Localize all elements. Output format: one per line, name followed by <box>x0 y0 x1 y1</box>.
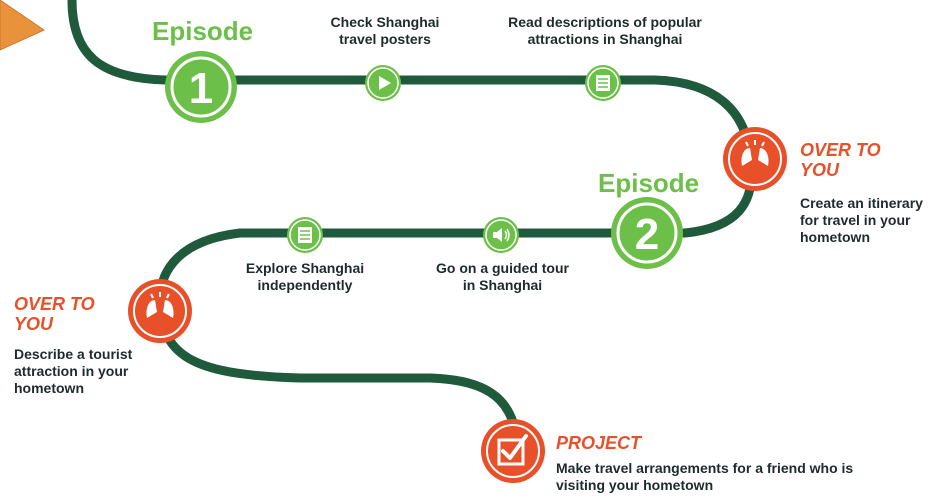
document-icon[interactable] <box>286 216 324 254</box>
step-tour-line2: in Shanghai <box>462 277 543 293</box>
step-explore-text: Explore Shanghai independently <box>225 260 385 294</box>
episode-2-label: Episode <box>598 168 700 198</box>
over-to-you-1-title-line2: YOU <box>800 160 840 180</box>
step-posters-text: Check Shanghai travel posters <box>300 14 470 48</box>
over-to-you-1-body: Create an itinerary for travel in your h… <box>800 195 923 246</box>
step-posters-line1: Check Shanghai <box>330 14 440 30</box>
project-body-line1: Make travel arrangements for a friend wh… <box>556 460 854 476</box>
over-to-you-2-body-line2: attraction in your <box>14 363 129 379</box>
over-to-you-2-body-line3: hometown <box>14 380 84 396</box>
over-to-you-2-title-line2: YOU <box>14 314 54 334</box>
over-to-you-1-title: OVER TO YOU <box>800 140 881 180</box>
high-five-icon <box>723 127 787 191</box>
high-five-icon <box>128 279 192 343</box>
play-icon[interactable] <box>364 64 402 102</box>
over-to-you-2-body: Describe a tourist attraction in your ho… <box>14 346 132 397</box>
step-explore-line2: independently <box>257 277 353 293</box>
step-posters-line2: travel posters <box>339 31 431 47</box>
episode-2-badge: 2 <box>611 197 683 269</box>
over-to-you-2-title-line1: OVER TO <box>14 294 95 314</box>
episode-1-label: Episode <box>152 16 254 46</box>
episode-1-badge: 1 <box>165 51 237 123</box>
step-tour-line1: Go on a guided tour <box>436 260 569 276</box>
step-descriptions-line2: attractions in Shanghai <box>527 31 683 47</box>
step-explore-line1: Explore Shanghai <box>245 260 365 276</box>
document-icon[interactable] <box>584 64 622 102</box>
checklist-icon <box>481 419 545 483</box>
step-descriptions-text: Read descriptions of popular attractions… <box>485 14 725 48</box>
step-tour-text: Go on a guided tour in Shanghai <box>415 260 590 294</box>
episode-1-number: 1 <box>189 64 213 113</box>
project-body-line2: visiting your hometown <box>556 477 714 493</box>
over-to-you-1-body-line2: for travel in your <box>800 212 911 228</box>
project-title: PROJECT <box>556 433 642 453</box>
audio-icon[interactable] <box>482 216 520 254</box>
over-to-you-1-body-line3: hometown <box>800 229 870 245</box>
project-body: Make travel arrangements for a friend wh… <box>556 460 853 494</box>
step-descriptions-line1: Read descriptions of popular <box>508 14 702 30</box>
over-to-you-2-body-line1: Describe a tourist <box>14 346 133 362</box>
over-to-you-1-title-line1: OVER TO <box>800 140 881 160</box>
pointer-arrow-icon <box>0 0 46 51</box>
over-to-you-2-title: OVER TO YOU <box>14 294 95 334</box>
over-to-you-1-body-line1: Create an itinerary <box>800 195 923 211</box>
episode-2-number: 2 <box>635 210 659 259</box>
